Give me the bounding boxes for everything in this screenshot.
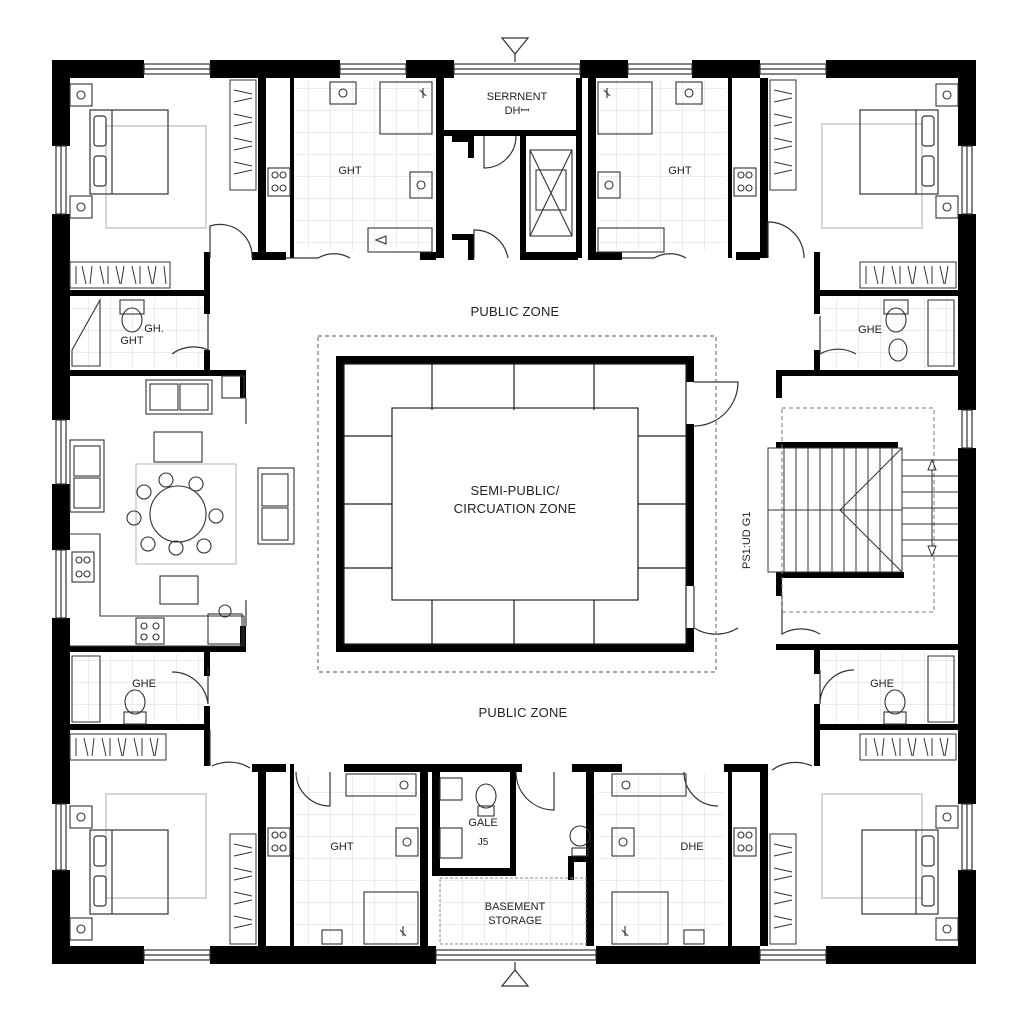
semi-public-line1: SEMI-PUBLIC/	[470, 483, 560, 498]
room-label-dhe-bottom-right: DHE	[680, 841, 704, 853]
stair-label: PS1:UD G1	[741, 511, 753, 569]
semi-public-line2: CIRCUATION ZONE	[453, 501, 577, 516]
room-label-ghe-left-lower: GHE	[132, 678, 156, 690]
fixtures	[71, 81, 955, 945]
gale-line1: GALE	[468, 817, 498, 829]
outer-walls	[52, 60, 976, 964]
windows	[55, 63, 973, 961]
beds	[89, 109, 939, 915]
central-core	[317, 335, 717, 673]
room-label-ght-left-upper: GHT	[120, 335, 144, 347]
basement-line2: STORAGE	[488, 915, 542, 927]
staircase	[767, 407, 958, 613]
room-label-ght-top-right: GHT	[668, 165, 692, 177]
room-label-gale: GALE J5	[456, 816, 510, 850]
public-zone-bottom-label: PUBLIC ZONE	[478, 705, 568, 720]
nightstands	[69, 83, 959, 941]
axis-markers	[500, 37, 530, 987]
public-zone-top-label: PUBLIC ZONE	[470, 304, 560, 319]
living-furniture	[69, 375, 295, 647]
room-label-ght-top-left: GHT	[338, 165, 362, 177]
semi-public-zone-label: SEMI-PUBLIC/ CIRCUATION ZONE	[420, 484, 610, 516]
basement-storage-label: BASEMENT STORAGE	[460, 900, 570, 928]
room-label-ghe-right-lower: GHE	[870, 678, 894, 690]
room-label-ght-bottom-left: GHT	[330, 841, 354, 853]
service-label-line2: DHꟷ	[504, 105, 530, 117]
door-swings	[171, 135, 857, 811]
tile-floors	[70, 80, 956, 944]
gale-line2: J5	[477, 837, 489, 848]
service-label: SERRNENT DHꟷ	[462, 90, 572, 118]
room-label-ghe-right-upper: GHE	[858, 324, 882, 336]
service-label-line1: SERRNENT	[486, 91, 548, 103]
room-label-gh-left-upper: GH.	[144, 323, 164, 335]
wardrobes	[69, 79, 957, 945]
basement-storage-area	[439, 877, 587, 945]
basement-line1: BASEMENT	[484, 901, 546, 913]
interior-walls	[68, 78, 958, 946]
